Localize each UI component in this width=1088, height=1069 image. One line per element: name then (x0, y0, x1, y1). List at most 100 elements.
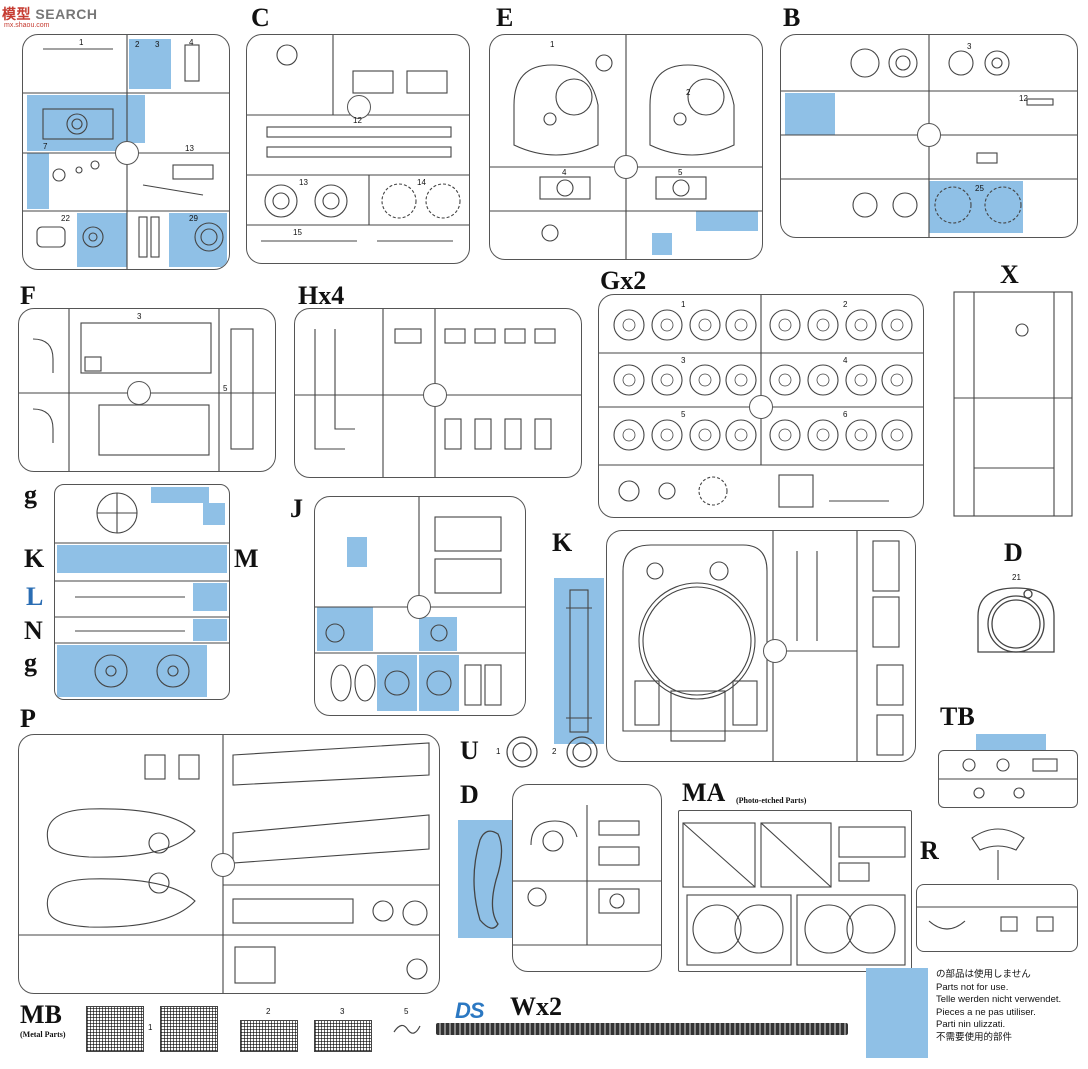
part-k12 (566, 589, 592, 733)
sprue-gate (347, 95, 371, 119)
mb-note: (Metal Parts) (20, 1030, 66, 1039)
sprue-label-w: Wx2 (510, 992, 562, 1021)
unused-part-block (27, 153, 49, 209)
part-number: 12 (1019, 94, 1028, 103)
sprue-label-b: B (783, 3, 801, 32)
sprue-label-j: J (290, 494, 303, 523)
sprue-gate (763, 639, 787, 663)
sprue-d-parts (513, 805, 661, 946)
sprue-label-p: P (20, 704, 36, 733)
unused-part-block (129, 39, 171, 89)
ma-note: (Photo-etched Parts) (736, 796, 807, 805)
sprue-label-g-bottom: g (24, 648, 37, 677)
part-number: 13 (185, 144, 194, 153)
sprue-f-parts (19, 309, 275, 471)
sprue-label-l: L (26, 582, 44, 611)
part-number: 15 (293, 228, 302, 237)
sprue-label-mb: MB (20, 1000, 62, 1029)
track-w (436, 1023, 848, 1035)
unused-part-block (193, 583, 227, 611)
part-number: 25 (975, 184, 984, 193)
part-number: 4 (189, 38, 194, 47)
part-number: 4 (562, 168, 567, 177)
sprue-label-d-right: D (1004, 538, 1023, 567)
sprue-label-c: C (251, 3, 270, 32)
legend-line: Parti nin ulizzati. (936, 1019, 1006, 1030)
legend-line: 不需要使用的部件 (936, 1031, 1013, 1043)
sprue-gate (614, 155, 638, 179)
sprue-g-parts (599, 295, 923, 508)
sprue-label-d-mid: D (460, 780, 479, 809)
sprue-gate (917, 123, 941, 147)
sprue-f: 3 5 (18, 308, 276, 472)
sprue-gate (407, 595, 431, 619)
part-u-rings (506, 736, 598, 768)
sprue-p-parts (19, 735, 439, 993)
mb-grille (86, 1006, 144, 1052)
sprue-g-k-l-n (54, 484, 230, 700)
sprue-a: 1 2 3 4 7 13 22 29 (22, 34, 230, 270)
part-number: 1 (148, 1023, 153, 1032)
unused-part-block (347, 537, 367, 567)
sprue-r (916, 884, 1078, 952)
unused-part-block (419, 617, 457, 651)
part-number: 2 (686, 88, 691, 97)
part-number: 2 (843, 300, 848, 309)
watermark-text-b: SEARCH (35, 6, 98, 22)
unused-part-block (127, 95, 145, 143)
sprue-label-x: X (1000, 260, 1019, 289)
sprue-label-g: Gx2 (600, 266, 647, 295)
watermark-text-a: 模型 (2, 6, 31, 22)
part-number: 2 (135, 40, 140, 49)
sprue-gate (211, 853, 235, 877)
sprue-label-e: E (496, 3, 514, 32)
sprue-b: 3 12 25 (780, 34, 1078, 238)
sprue-gate (115, 141, 139, 165)
legend-line: Parts not for use. (936, 981, 1009, 993)
sprue-e-parts (490, 35, 762, 259)
part-number: 1 (496, 747, 501, 756)
unused-part-block (377, 655, 417, 711)
legend-line: の部品は使用しません (936, 969, 1031, 980)
watermark: 模型 SEARCH (2, 4, 98, 24)
sprue-gate (749, 395, 773, 419)
sprue-c-parts (247, 35, 469, 242)
sprue-label-f: F (20, 281, 36, 310)
sprue-h (294, 308, 582, 478)
part-number: 5 (404, 1007, 409, 1016)
unused-part-block (57, 545, 227, 573)
sprue-ma-parts (682, 822, 906, 966)
part-number: 29 (189, 214, 198, 223)
sprue-g: 1 2 3 4 5 6 (598, 294, 924, 518)
part-number: 22 (61, 214, 70, 223)
unused-part-block (151, 487, 209, 503)
unused-part-block (696, 211, 758, 231)
part-number: 12 (353, 116, 362, 125)
sprue-label-u: U (460, 736, 479, 765)
part-d23-24 (473, 830, 503, 929)
sprue-label-k-mid: K (552, 528, 573, 557)
sprue-r-parts (917, 906, 1077, 932)
sprue-label-m: M (234, 544, 259, 573)
sprue-tb-parts (939, 758, 1077, 799)
unused-part-block (27, 95, 127, 151)
legend-line: Pieces a ne pas utiliser. (936, 1006, 1036, 1018)
sprue-label-ma: MA (682, 778, 726, 807)
sprue-label-k-left: K (24, 544, 45, 573)
part-number: 14 (417, 178, 426, 187)
mb-grille (240, 1020, 298, 1052)
part-number: 2 (552, 747, 557, 756)
sprue-k-parts (622, 531, 904, 761)
part-number: 3 (137, 312, 142, 321)
unused-part-block (193, 619, 227, 641)
sprue-c: 12 13 14 15 (246, 34, 470, 264)
part-r7 (971, 828, 1025, 880)
part-number: 7 (43, 142, 48, 151)
sprue-j (314, 496, 526, 716)
sprue-d (512, 784, 662, 972)
sprue-g-k-l-n-parts (55, 492, 229, 688)
part-number: 1 (79, 38, 84, 47)
part-number: 1 (681, 300, 686, 309)
part-number: 3 (340, 1007, 345, 1016)
unused-part-block (785, 93, 835, 135)
